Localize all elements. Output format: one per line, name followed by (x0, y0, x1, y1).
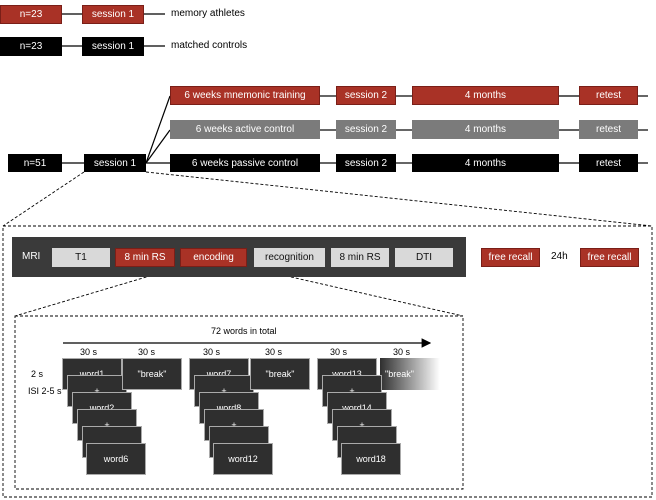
fixation-label: + (221, 386, 227, 396)
duration-label-5: 30 s (330, 347, 348, 357)
break-label: "break" (137, 369, 167, 379)
total-words-label: 72 words in total (211, 326, 277, 336)
word-label: word14 (342, 403, 372, 413)
fading-break-box (380, 358, 440, 390)
athletes-session: session 1 (91, 9, 135, 20)
mri-block-t1-label: T1 (75, 252, 87, 263)
duration-label-2: 30 s (138, 347, 156, 357)
word-card: word6 (86, 443, 146, 475)
branch-active-session: session 2 (336, 120, 396, 139)
training-session-box: session 1 (84, 154, 146, 172)
fixation-label: + (231, 420, 237, 430)
branch-passive-condition: 6 weeks passive control (170, 154, 320, 172)
recall-delay-label: 24h (551, 251, 568, 262)
word-label: word8 (216, 403, 242, 413)
free-recall-1-label: free recall (488, 252, 533, 263)
word-label: word12 (228, 454, 258, 464)
branch-line-1 (145, 95, 171, 164)
branch-active-interval: 4 months (412, 120, 559, 139)
mri-block-rs2-label: 8 min RS (339, 252, 381, 263)
word-time-label: 2 s (31, 369, 44, 379)
duration-label-4: 30 s (265, 347, 283, 357)
break-card: "break" (250, 358, 310, 390)
athletes-n: n=23 (19, 9, 43, 20)
athletes-n-box: n=23 (0, 5, 62, 24)
controls-n-box: n=23 (0, 37, 62, 56)
word-label: word2 (89, 403, 115, 413)
branch-3-interval-label: 4 months (464, 157, 507, 169)
break-card: "break" (122, 358, 182, 390)
ellipsis-label: ... (235, 437, 243, 447)
duration-label-6: 30 s (393, 347, 411, 357)
controls-session-box: session 1 (82, 37, 144, 56)
duration-label-1: 30 s (80, 347, 98, 357)
branch-mnemonic-condition: 6 weeks mnemonic training (170, 86, 320, 105)
branch-1-interval-label: 4 months (464, 90, 507, 101)
duration-label-3: 30 s (203, 347, 221, 357)
mri-block-encoding-label: encoding (193, 252, 234, 263)
encoding-detail-frame (14, 315, 464, 490)
isi-label: ISI 2-5 s (28, 386, 62, 396)
word-label: word18 (356, 454, 386, 464)
branch-3-condition-label: 6 weeks passive control (191, 157, 299, 169)
fixation-label: + (349, 386, 355, 396)
branch-passive-retest: retest (579, 154, 638, 172)
fixation-label: + (359, 420, 365, 430)
branch-mnemonic-retest: retest (579, 86, 638, 105)
branch-3-session-label: session 2 (344, 157, 388, 169)
mri-block-rs1-label: 8 min RS (124, 252, 166, 263)
free-recall-box-1: free recall (481, 248, 540, 267)
branch-passive-session: session 2 (336, 154, 396, 172)
fixation-label: + (94, 386, 100, 396)
mri-block-recognition-label: recognition (265, 252, 314, 263)
branch-mnemonic-interval: 4 months (412, 86, 559, 105)
free-recall-2-label: free recall (587, 252, 632, 263)
word-label: word7 (206, 369, 232, 379)
ellipsis-label: ... (108, 437, 116, 447)
mri-block-t1: T1 (52, 248, 110, 267)
final-break-label: "break" (385, 369, 414, 379)
branch-passive-interval: 4 months (412, 154, 559, 172)
branch-1-session-label: session 2 (344, 90, 388, 101)
training-n-box: n=51 (8, 154, 62, 172)
break-label: "break" (265, 369, 295, 379)
branch-active-condition: 6 weeks active control (170, 120, 320, 139)
athletes-label: memory athletes (171, 8, 245, 19)
mri-block-rs1: 8 min RS (115, 248, 175, 267)
branch-2-interval-label: 4 months (464, 124, 507, 135)
branch-mnemonic-session: session 2 (336, 86, 396, 105)
mri-block-dti-label: DTI (415, 252, 433, 263)
word-card: word12 (213, 443, 273, 475)
training-session: session 1 (93, 157, 137, 169)
mri-block-recognition: recognition (254, 248, 325, 267)
branch-line-2 (145, 129, 171, 164)
controls-label: matched controls (171, 40, 248, 51)
branch-1-condition-label: 6 weeks mnemonic training (184, 90, 306, 101)
mri-block-encoding: encoding (180, 248, 247, 267)
fixation-label: + (104, 420, 110, 430)
controls-n: n=23 (19, 41, 43, 52)
controls-session: session 1 (91, 41, 135, 52)
mri-block-rs2: 8 min RS (331, 248, 389, 267)
branch-2-condition-label: 6 weeks active control (195, 124, 295, 135)
word-label: word13 (332, 369, 362, 379)
branch-2-session-label: session 2 (344, 124, 388, 135)
branch-active-retest: retest (579, 120, 638, 139)
training-n: n=51 (23, 157, 47, 169)
athletes-session-box: session 1 (82, 5, 144, 24)
mri-label: MRI (22, 251, 41, 262)
mri-block-dti: DTI (395, 248, 453, 267)
branch-1-retest-label: retest (595, 90, 621, 101)
word-label: word6 (103, 454, 129, 464)
word-card: word18 (341, 443, 401, 475)
branch-2-retest-label: retest (595, 124, 621, 135)
ellipsis-label: ... (363, 437, 371, 447)
branch-3-retest-label: retest (595, 157, 621, 169)
word-label: word1 (79, 369, 105, 379)
free-recall-box-2: free recall (580, 248, 639, 267)
